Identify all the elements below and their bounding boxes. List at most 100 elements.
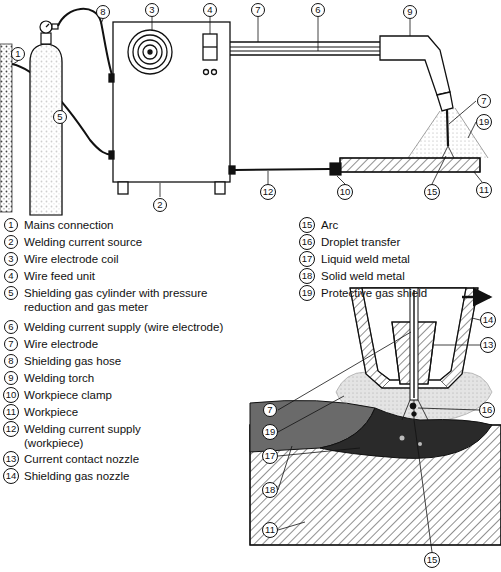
legend-text: Welding current supply (wire electrode)	[24, 320, 223, 334]
arc-and-droplets	[410, 403, 416, 409]
legend-text: Wire feed unit	[24, 269, 95, 283]
arc-and-droplets	[402, 400, 428, 420]
leader-line	[418, 408, 479, 410]
callout-number: 4	[203, 3, 217, 17]
leader-line	[432, 156, 446, 184]
gas-cylinder	[41, 33, 51, 44]
leader-line	[337, 176, 345, 184]
gas-cylinder	[30, 44, 62, 215]
leader-line	[318, 17, 319, 51]
callout-number: 12	[260, 184, 276, 200]
callout-number: 3	[145, 3, 159, 17]
callout-number: 6	[311, 3, 325, 17]
callout-number: 9	[403, 5, 417, 19]
welding-torch	[380, 36, 453, 111]
leader-line	[474, 172, 482, 182]
legend-text: Liquid weld metal	[321, 252, 410, 266]
callout-number: 5	[4, 286, 18, 300]
callout-number: 16	[479, 402, 495, 418]
callout-number: 2	[153, 198, 167, 212]
welding-machine	[215, 182, 225, 194]
legend-text: Shielding gas hose	[24, 354, 121, 368]
leader-line	[434, 345, 480, 346]
callout-number: 11	[262, 522, 278, 538]
liquid-weld-metal	[320, 408, 492, 458]
callout-number: 14	[480, 312, 496, 328]
gas-shield	[408, 108, 488, 158]
leader-line	[101, 19, 103, 24]
callout-number: 15	[424, 552, 440, 568]
liquid-weld-metal	[320, 408, 492, 458]
workpiece	[340, 158, 480, 172]
hose-package	[230, 54, 382, 56]
leader-line	[410, 19, 411, 36]
leader-line	[258, 17, 259, 42]
welding-torch	[380, 36, 450, 95]
callout-number: 15	[424, 184, 440, 200]
callout-number: 11	[476, 182, 492, 198]
hose-package	[230, 47, 382, 48]
callout-number: 14	[3, 468, 19, 484]
callout-number: 19	[262, 424, 278, 440]
legend-text: Welding current source	[24, 235, 142, 249]
callout-number: 10	[3, 387, 19, 403]
hose-package	[230, 42, 382, 55]
wire-electrode-detail	[410, 288, 418, 400]
wall	[0, 44, 12, 212]
welding-machine	[148, 50, 152, 54]
travel-arrow	[462, 296, 490, 299]
callout-number: 19	[299, 285, 315, 301]
callout-number: 1	[4, 218, 18, 232]
workpiece	[340, 158, 480, 172]
legend-text: Mains connection	[24, 218, 114, 232]
welding-machine	[204, 70, 209, 75]
legend-text: Workpiece	[24, 405, 78, 419]
callout-number: 16	[299, 234, 315, 250]
callout-number: 4	[4, 269, 18, 283]
wire-electrode	[442, 146, 454, 158]
wire-electrode	[442, 110, 454, 158]
welding-machine	[128, 30, 172, 74]
leader-line	[210, 17, 211, 34]
callout-number: 9	[4, 371, 18, 385]
welding-machine	[212, 70, 217, 75]
welding-machine	[143, 45, 157, 59]
welding-machine	[138, 40, 162, 64]
leader-line	[472, 318, 480, 320]
wire-electrode-detail	[413, 290, 415, 398]
gas-cylinder	[52, 24, 58, 29]
callout-number: 7	[263, 403, 277, 417]
leader-line	[268, 171, 269, 184]
hose-package	[230, 51, 382, 52]
travel-arrow	[462, 296, 490, 299]
callout-number: 8	[96, 5, 110, 19]
liquid-weld-metal	[418, 442, 422, 446]
welding-machine	[203, 46, 217, 47]
gas-cylinder	[40, 21, 52, 33]
gas-hose	[58, 9, 113, 78]
workpiece-cable	[235, 169, 330, 170]
leader-line	[160, 183, 161, 197]
hose-package	[230, 41, 382, 43]
callout-number: 18	[299, 268, 315, 284]
callout-number: 19	[476, 114, 492, 130]
callout-number: 13	[480, 337, 496, 353]
leader-line	[278, 396, 344, 432]
callout-number: 5	[53, 110, 67, 124]
gas-cylinder	[46, 24, 49, 27]
arc-and-droplets	[402, 400, 428, 420]
leader-line	[278, 318, 480, 552]
callout-number: 12	[3, 421, 19, 437]
liquid-weld-metal	[400, 436, 405, 441]
leader-line	[414, 420, 432, 552]
callout-number: 7	[4, 337, 18, 351]
legend-text: Arc	[321, 218, 338, 232]
workpiece-cable	[235, 169, 330, 170]
welding-torch	[437, 92, 453, 111]
gas-cylinder	[30, 44, 62, 215]
legend-text: Protective gas shield	[321, 286, 427, 300]
workpiece	[330, 163, 341, 175]
gas-hose	[58, 9, 113, 78]
callout-number: 11	[3, 404, 19, 420]
workpiece	[330, 158, 480, 175]
